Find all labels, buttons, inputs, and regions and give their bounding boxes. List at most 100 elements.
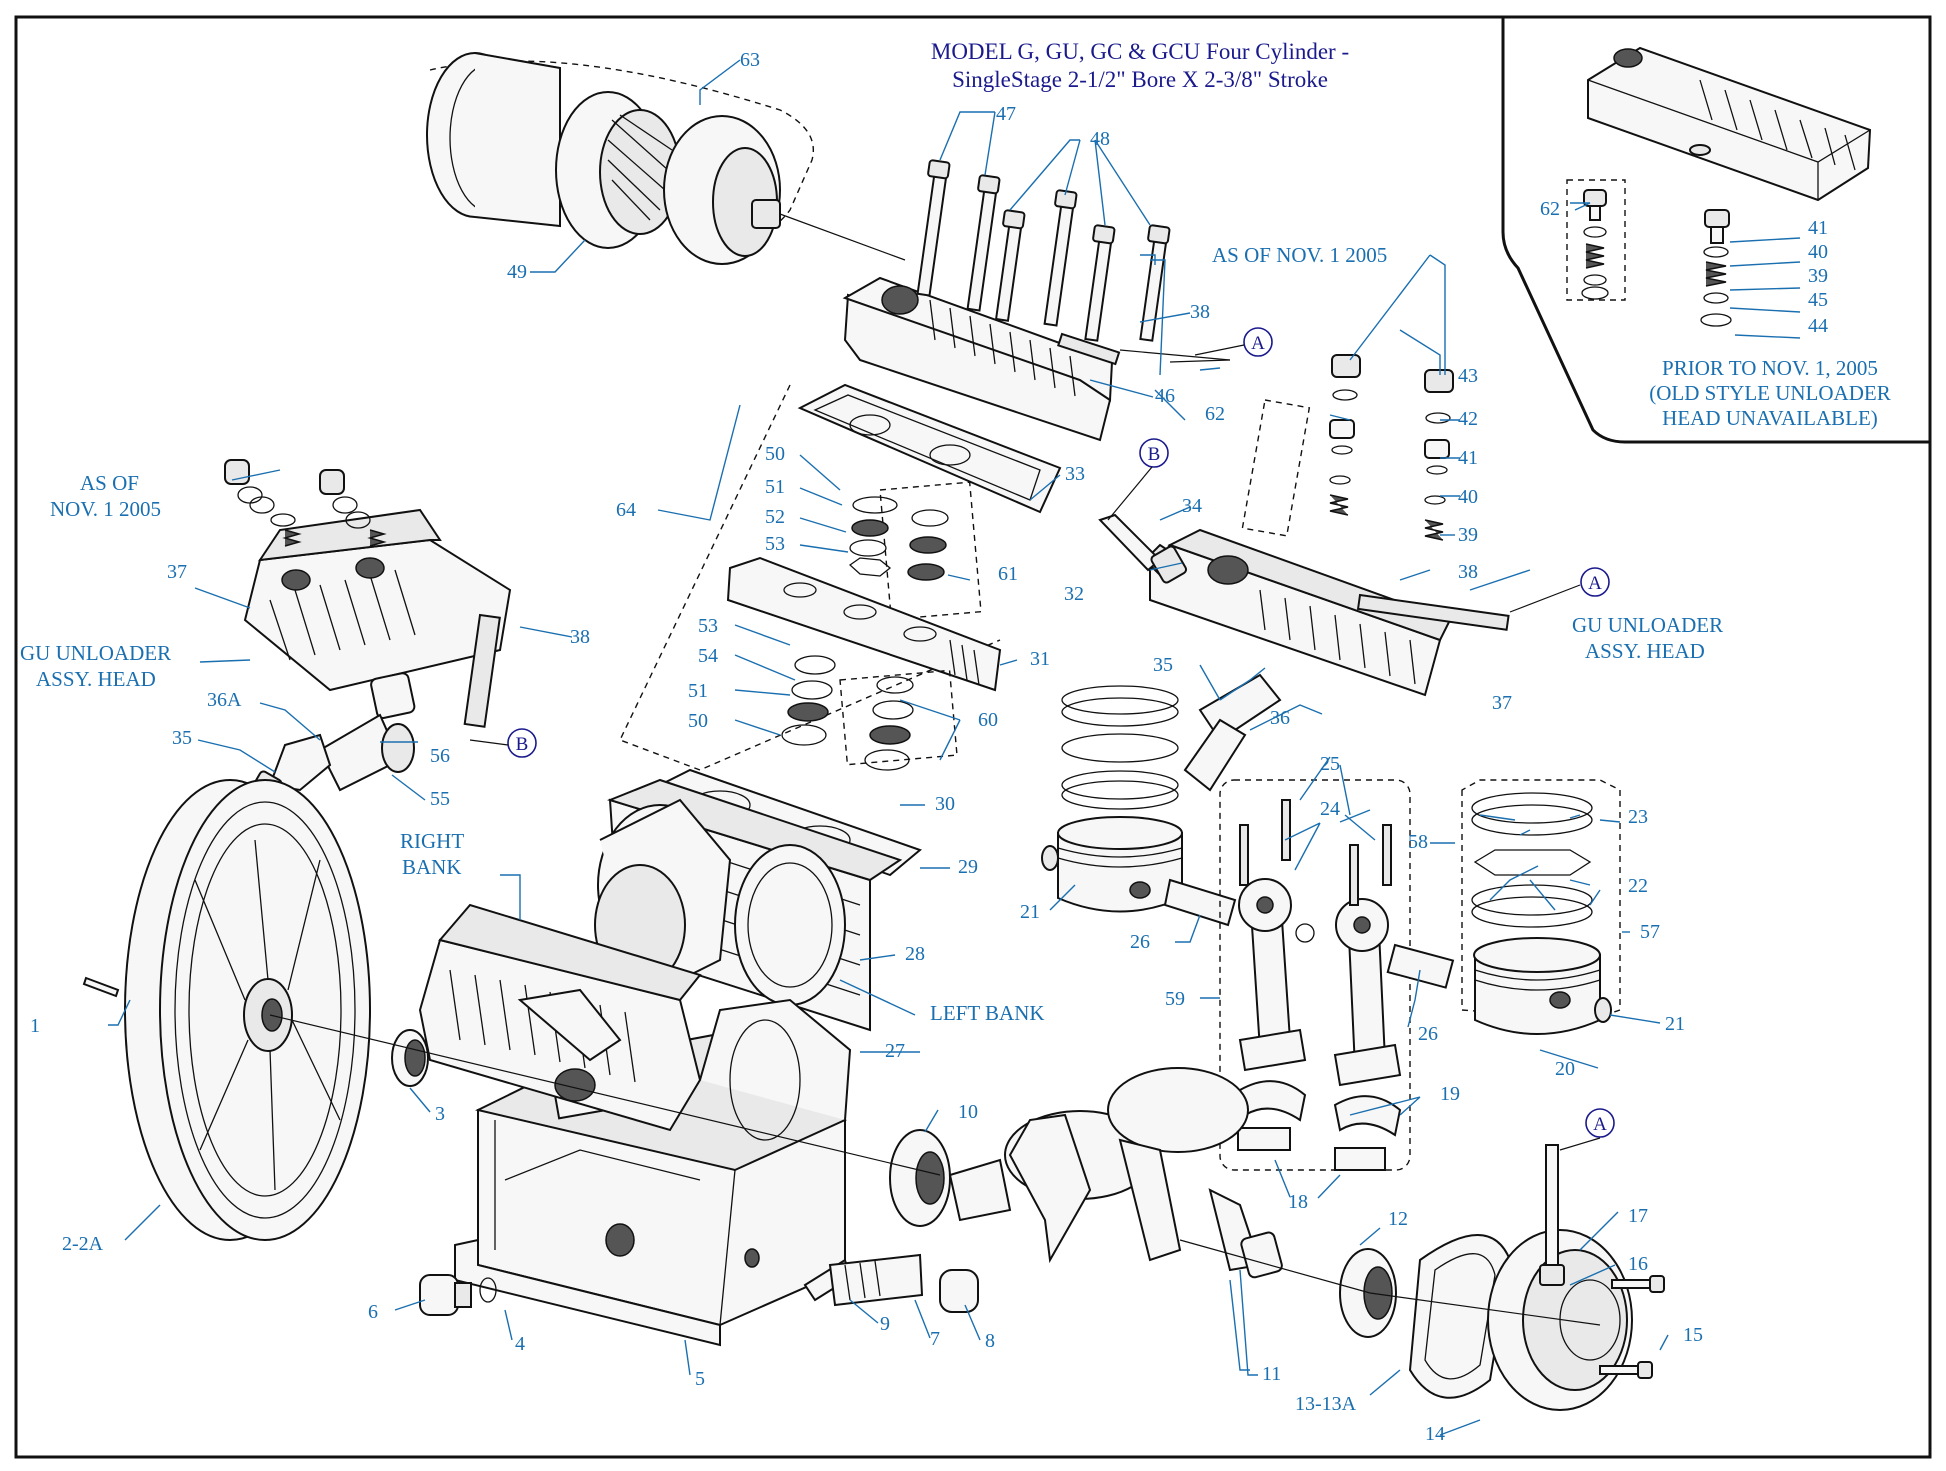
- air-filter-assembly: [426, 52, 906, 265]
- callout-20: 20: [1555, 1058, 1575, 1080]
- callout-23: 23: [1628, 806, 1648, 828]
- diagram-title-line2: SingleStage 2-1/2" Bore X 2-3/8" Stroke: [952, 67, 1328, 92]
- note-gu-left-1: GU UNLOADER: [20, 641, 171, 665]
- callout-37-left: 37: [167, 561, 187, 583]
- callout-28: 28: [905, 943, 925, 965]
- assembly-axis-head: [1169, 359, 1231, 363]
- unloader-fittings-35-36a-55-56: [247, 672, 416, 808]
- piston-cylinder-right-bank: [594, 798, 732, 1001]
- callout-37-right: 37: [1492, 692, 1512, 714]
- callout-24: 24: [1320, 798, 1340, 820]
- dashed-box-62-right: [1241, 399, 1311, 537]
- callout-60: 60: [978, 709, 998, 731]
- callout-18: 18: [1288, 1191, 1308, 1213]
- callout-17: 17: [1628, 1205, 1648, 1227]
- gu-unloader-head-left: [224, 459, 512, 728]
- ref-b-right: B: [1139, 438, 1169, 468]
- note-right-bank-1: RIGHT: [400, 829, 464, 853]
- ref-leaders: [469, 344, 1601, 1151]
- callout-43: 43: [1458, 365, 1478, 387]
- callout-39-right: 39: [1458, 524, 1478, 546]
- callout-38-top: 38: [1190, 301, 1210, 323]
- ref-b-left: B: [507, 728, 537, 758]
- callout-35-right: 35: [1153, 654, 1173, 676]
- svg-text:A: A: [1588, 573, 1602, 594]
- valve-dashed-box-61: [879, 481, 982, 621]
- callout-labels: 63 47 48 49 38 46 AS OF NOV. 1 2005 43 6…: [20, 49, 1891, 1445]
- note-as-of-right: AS OF NOV. 1 2005: [1212, 243, 1387, 267]
- cylinder-head-46: [842, 276, 1231, 442]
- piston-rings-right: [1471, 792, 1593, 928]
- callout-8: 8: [985, 1330, 995, 1352]
- svg-text:A: A: [1593, 1114, 1607, 1135]
- callout-53-top: 53: [765, 533, 785, 555]
- callout-9: 9: [880, 1313, 890, 1335]
- piston-left: [1041, 816, 1237, 927]
- callout-4: 4: [515, 1333, 525, 1355]
- key-1: [82, 976, 120, 998]
- piston-rings-left: [1061, 685, 1179, 810]
- callout-21-right: 21: [1665, 1013, 1685, 1035]
- note-gu-left-2: ASSY. HEAD: [36, 667, 156, 691]
- callout-55: 55: [430, 788, 450, 810]
- callout-50-top: 50: [765, 443, 785, 465]
- callout-48: 48: [1090, 128, 1110, 150]
- inset-box: [1501, 17, 1930, 444]
- callout-62-inset: 62: [1540, 198, 1560, 220]
- callout-31: 31: [1030, 648, 1050, 670]
- callout-30: 30: [935, 793, 955, 815]
- note-gu-right-1: GU UNLOADER: [1572, 613, 1723, 637]
- assembly-axis-crank: [269, 1014, 1601, 1326]
- callout-26-right: 26: [1418, 1023, 1438, 1045]
- head-bolts-47-48: [916, 159, 1171, 342]
- callout-54: 54: [698, 645, 718, 667]
- valve-parts-50-54-lower: [781, 655, 914, 771]
- callout-36: 36: [1270, 707, 1290, 729]
- callout-3: 3: [435, 1103, 445, 1125]
- crankshaft-11: [948, 1067, 1283, 1279]
- callout-19: 19: [1440, 1083, 1460, 1105]
- callout-38-right: 38: [1458, 561, 1478, 583]
- callout-29: 29: [958, 856, 978, 878]
- note-as-of-left-2: NOV. 1 2005: [50, 497, 161, 521]
- drawing-frame: [14, 15, 1932, 1459]
- svg-text:B: B: [1148, 444, 1161, 465]
- inset-note-line1: PRIOR TO NOV. 1, 2005: [1662, 356, 1878, 380]
- flywheel: [124, 779, 371, 1241]
- bearing-10: [889, 1129, 951, 1227]
- callout-46: 46: [1155, 385, 1175, 407]
- valve-dashed-box-60: [839, 669, 958, 766]
- inset-unloader-parts-left: [1581, 189, 1609, 300]
- callout-53-low: 53: [698, 615, 718, 637]
- callout-39-inset: 39: [1808, 265, 1828, 287]
- callout-61: 61: [998, 563, 1018, 585]
- ref-a-top: A: [1243, 327, 1273, 357]
- callout-21-left: 21: [1020, 901, 1040, 923]
- callout-58: 58: [1408, 831, 1428, 853]
- callout-15: 15: [1683, 1324, 1703, 1346]
- leader-lines: [108, 59, 1801, 1436]
- gasket-33: [797, 383, 1062, 514]
- callout-16: 16: [1628, 1253, 1648, 1275]
- callout-51-low: 51: [688, 680, 708, 702]
- ref-a-right: A: [1580, 567, 1610, 597]
- note-left-bank: LEFT BANK: [930, 1001, 1045, 1025]
- callout-62-right: 62: [1205, 403, 1225, 425]
- inset-note-line3: HEAD UNAVAILABLE): [1662, 406, 1878, 430]
- callout-14: 14: [1425, 1423, 1445, 1445]
- callout-44: 44: [1808, 315, 1828, 337]
- callout-34: 34: [1182, 495, 1202, 517]
- callout-2-2a: 2-2A: [62, 1233, 104, 1255]
- callout-40-right: 40: [1458, 486, 1478, 508]
- callout-25: 25: [1320, 753, 1340, 775]
- callout-41-right: 41: [1458, 447, 1478, 469]
- valve-parts-50-53-upper: [848, 496, 949, 581]
- callout-26-left: 26: [1130, 931, 1150, 953]
- ref-a-bottom: A: [1585, 1108, 1615, 1138]
- drain-plug-6-4: [419, 1274, 497, 1316]
- callout-5: 5: [695, 1368, 705, 1390]
- callout-1: 1: [30, 1015, 40, 1037]
- callout-40-inset: 40: [1808, 241, 1828, 263]
- callout-33: 33: [1065, 463, 1085, 485]
- callout-49: 49: [507, 261, 527, 283]
